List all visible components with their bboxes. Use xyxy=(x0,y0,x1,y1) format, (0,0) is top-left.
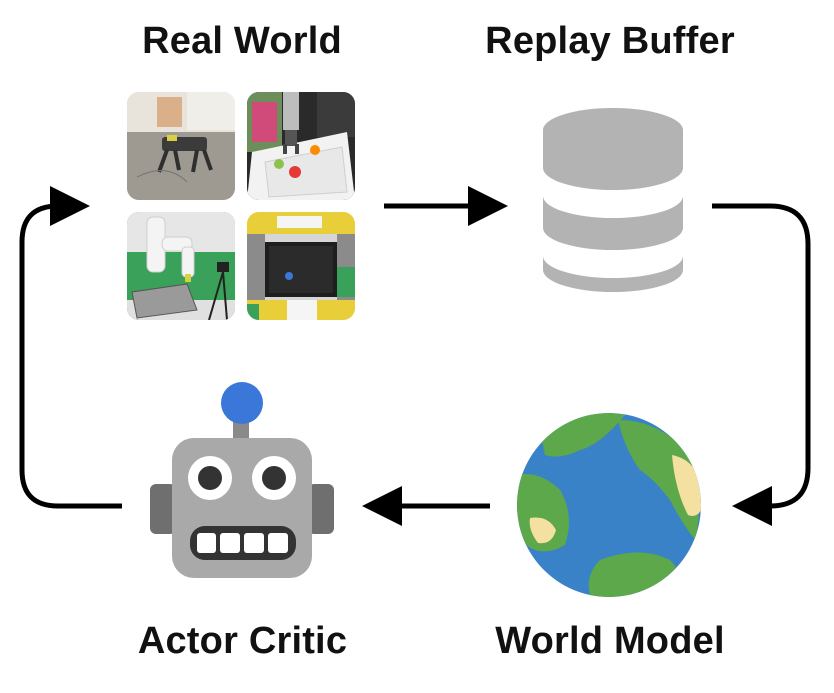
real-world-label: Real World xyxy=(142,20,342,62)
robot-icon xyxy=(150,382,334,578)
replay-buffer-label: Replay Buffer xyxy=(485,20,735,62)
arrow-actor-to-real xyxy=(19,186,122,509)
robot-arm-tray-photo xyxy=(127,212,235,320)
globe-icon xyxy=(517,413,701,597)
actor-critic-label: Actor Critic xyxy=(137,620,348,662)
world-model-label: World Model xyxy=(495,620,725,662)
robot-arm-fruit-photo xyxy=(247,92,355,200)
lego-maze-photo xyxy=(247,212,355,320)
arrow-replay-to-worldmodel xyxy=(712,203,811,526)
quadruped-robot-photo xyxy=(127,92,235,200)
database-icon xyxy=(543,108,683,292)
